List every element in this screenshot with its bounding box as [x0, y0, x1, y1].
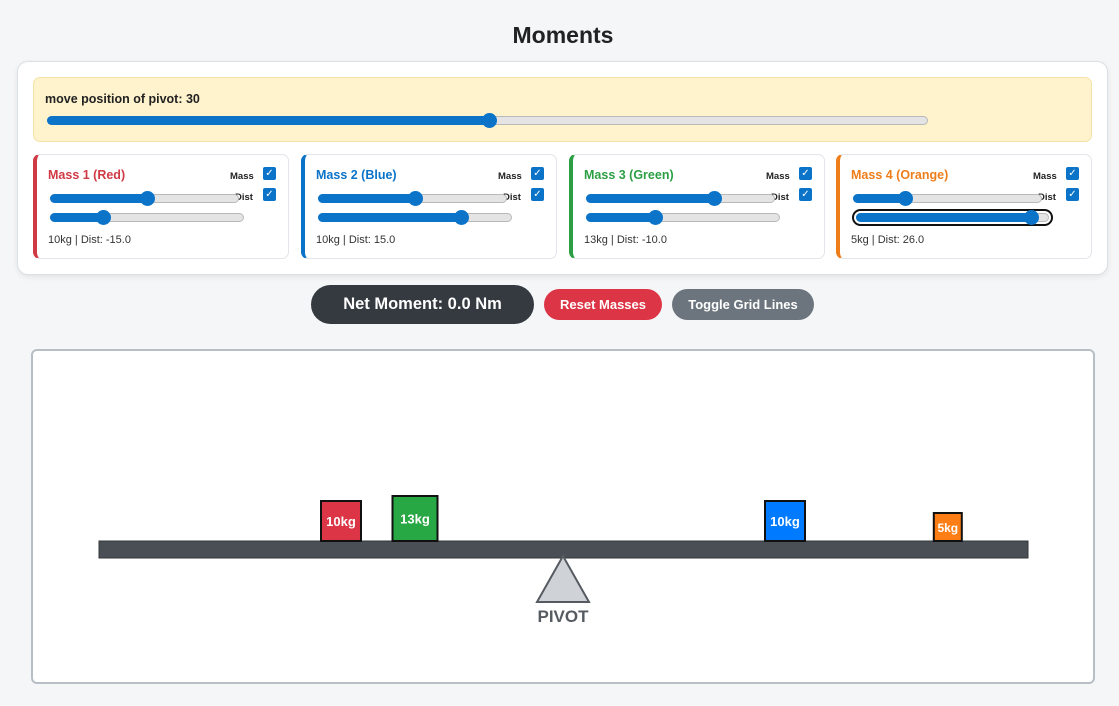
mass-card-info: 10kg | Dist: 15.0 — [316, 234, 396, 246]
mass-card-3: Mass 3 (Green) Mass ✓ Dist ✓ 13kg | Dist… — [569, 154, 825, 259]
mass-slider[interactable] — [853, 191, 1042, 206]
mass-block-label: 13kg — [400, 512, 430, 527]
toggle-grid-lines-button[interactable]: Toggle Grid Lines — [672, 289, 814, 320]
mass-checkbox-label: Mass — [1033, 171, 1057, 182]
distance-slider[interactable] — [586, 210, 780, 225]
reset-masses-button[interactable]: Reset Masses — [544, 289, 662, 320]
mass-slider[interactable] — [318, 191, 507, 206]
pivot-label: move position of pivot: 30 — [45, 92, 200, 106]
distance-slider[interactable] — [318, 210, 512, 225]
mass-card-title: Mass 2 (Blue) — [316, 168, 397, 182]
dist-checkbox[interactable]: ✓ — [531, 188, 544, 201]
dist-checkbox-label: Dist — [503, 192, 521, 203]
controls-panel: move position of pivot: 30 Mass 1 (Red) … — [17, 61, 1108, 275]
mass-block-label: 5kg — [937, 521, 958, 535]
dist-checkbox-label: Dist — [235, 192, 253, 203]
page-title: Moments — [512, 22, 614, 48]
distance-slider[interactable] — [852, 209, 1053, 226]
distance-slider[interactable] — [50, 210, 244, 225]
dist-checkbox[interactable]: ✓ — [263, 188, 276, 201]
net-moment-badge: Net Moment: 0.0 Nm — [311, 285, 534, 324]
mass-card-title: Mass 3 (Green) — [584, 168, 674, 182]
mass-block-label: 10kg — [770, 514, 800, 529]
mass-card-2: Mass 2 (Blue) Mass ✓ Dist ✓ 10kg | Dist:… — [301, 154, 557, 259]
dist-checkbox[interactable]: ✓ — [799, 188, 812, 201]
dist-checkbox-label: Dist — [771, 192, 789, 203]
seesaw-scene: PIVOT 10kg 13kg 10kg 5kg — [98, 495, 1029, 626]
pivot-slider[interactable] — [47, 113, 928, 128]
mass-block[interactable] — [764, 500, 806, 542]
pivot-slider-thumb[interactable] — [481, 113, 497, 128]
mass-card-title: Mass 1 (Red) — [48, 168, 126, 182]
pivot-text: PIVOT — [537, 607, 589, 626]
mass-block-label: 10kg — [326, 514, 356, 529]
mass-card-info: 10kg | Dist: -15.0 — [48, 234, 131, 246]
mass-card-info: 13kg | Dist: -10.0 — [584, 234, 667, 246]
mass-checkbox-label: Mass — [230, 171, 254, 182]
mass-card-1: Mass 1 (Red) Mass ✓ Dist ✓ 10kg | Dist: … — [33, 154, 289, 259]
mass-slider[interactable] — [50, 191, 239, 206]
mass-checkbox-label: Mass — [766, 171, 790, 182]
seesaw-canvas: PIVOT 10kg 13kg 10kg 5kg — [31, 349, 1095, 684]
pivot-triangle — [535, 553, 591, 603]
mass-checkbox[interactable]: ✓ — [1066, 167, 1079, 180]
pivot-control: move position of pivot: 30 — [33, 77, 1092, 142]
dist-checkbox-label: Dist — [1038, 192, 1056, 203]
mass-checkbox[interactable]: ✓ — [531, 167, 544, 180]
mass-checkbox[interactable]: ✓ — [263, 167, 276, 180]
mass-card-info: 5kg | Dist: 26.0 — [851, 234, 925, 246]
mass-block[interactable] — [320, 500, 362, 542]
mass-card-title: Mass 4 (Orange) — [851, 168, 949, 182]
dist-checkbox[interactable]: ✓ — [1066, 188, 1079, 201]
mass-block[interactable] — [932, 512, 963, 542]
mass-checkbox-label: Mass — [498, 171, 522, 182]
mass-block[interactable] — [391, 495, 439, 542]
mass-card-4: Mass 4 (Orange) Mass ✓ Dist ✓ 5kg | Dist… — [836, 154, 1092, 259]
mass-slider[interactable] — [586, 191, 775, 206]
mass-checkbox[interactable]: ✓ — [799, 167, 812, 180]
